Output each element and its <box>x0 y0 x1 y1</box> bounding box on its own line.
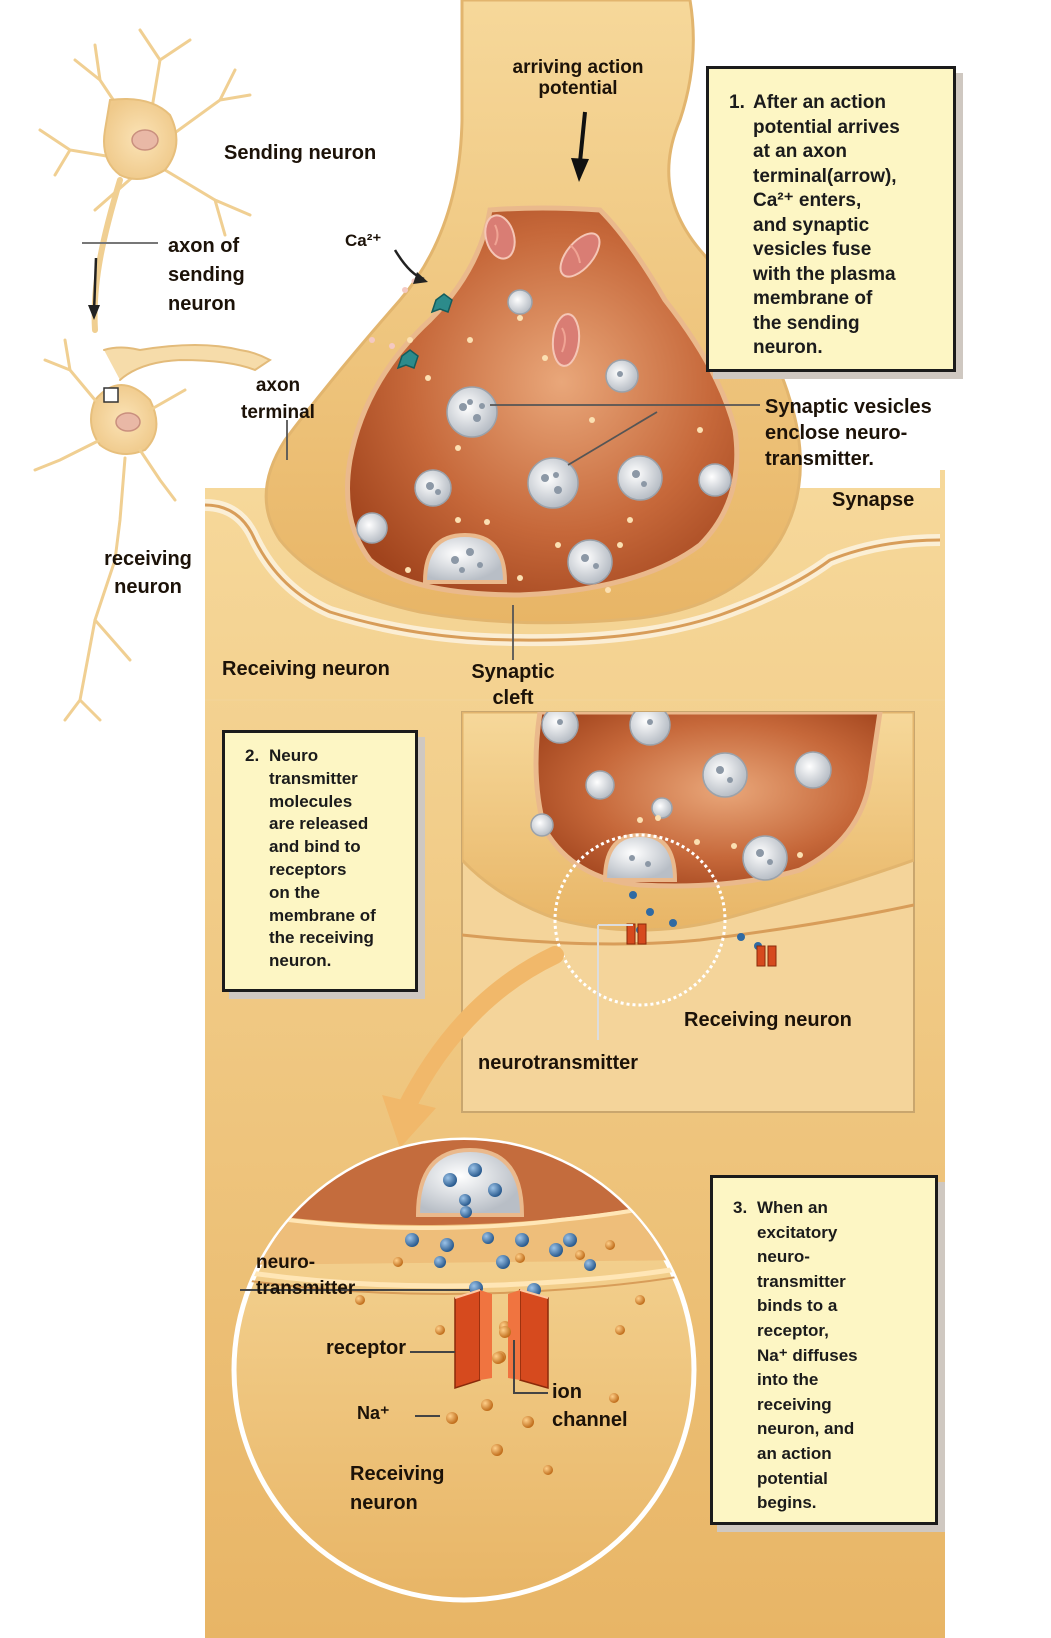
step-3-text: When an excitatory neuro- transmitter bi… <box>757 1196 858 1516</box>
axon-terminal-label: axon terminal <box>228 372 328 426</box>
receiving-neuron-main-label: Receiving neuron <box>222 659 390 681</box>
step-1-box: 1. After an action potential arrives at … <box>706 66 956 372</box>
calcium-label: Ca²⁺ <box>345 232 381 250</box>
receiving-neuron-zoom-label: Receiving neuron <box>350 1460 444 1518</box>
synaptic-cleft-label: Synaptic cleft <box>458 659 568 711</box>
axon-of-sending-neuron-label: axon of sending neuron <box>168 232 245 319</box>
step-2-number: 2. <box>245 745 259 768</box>
sending-neuron-label: Sending neuron <box>224 143 376 165</box>
step-2-text: Neuro transmitter molecules are released… <box>269 745 376 973</box>
arriving-action-potential-label: arriving action potential <box>488 58 668 99</box>
ion-channel-label: ion channel <box>552 1378 628 1434</box>
sodium-label: Na⁺ <box>357 1404 390 1423</box>
step-2-box: 2. Neuro transmitter molecules are relea… <box>222 730 418 992</box>
step-1-number: 1. <box>729 91 745 116</box>
receptor-label: receptor <box>326 1338 406 1360</box>
receiving-neuron-inset-label: Receiving neuron <box>684 1010 852 1032</box>
synaptic-vesicles-label: Synaptic vesicles enclose neuro- transmi… <box>765 394 932 472</box>
step-1-text: After an action potential arrives at an … <box>753 91 900 361</box>
step-3-number: 3. <box>733 1196 747 1221</box>
receiving-neuron-small-label: receiving neuron <box>88 545 208 601</box>
neurotransmitter-inset-label: neurotransmitter <box>478 1053 638 1075</box>
neurotransmitter-zoom-label: neuro- transmitter <box>256 1250 355 1302</box>
synapse-label: Synapse <box>832 490 914 512</box>
step-3-box: 3. When an excitatory neuro- transmitter… <box>710 1175 938 1525</box>
zoom-circle <box>230 1140 700 1600</box>
synapse-inset <box>462 705 914 1112</box>
